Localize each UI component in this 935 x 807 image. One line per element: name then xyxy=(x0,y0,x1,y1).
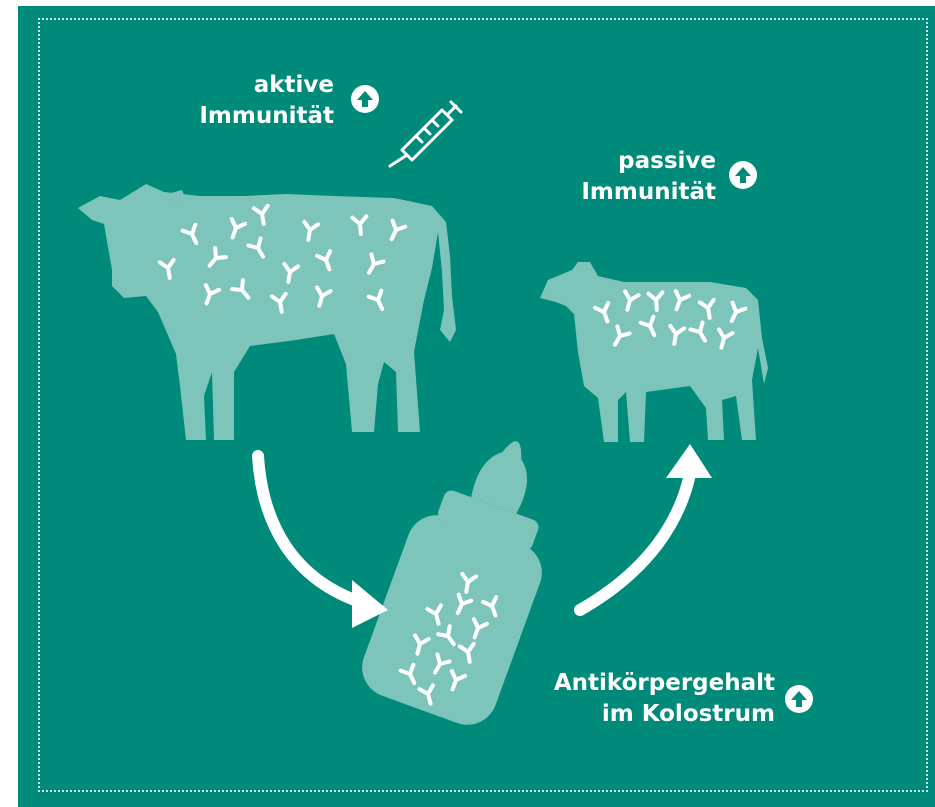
colostrum-antibody-line2: im Kolostrum xyxy=(520,699,775,730)
arrow-up-circle-icon xyxy=(350,84,380,114)
passive-immunity-line2: Immunität xyxy=(566,177,716,208)
active-immunity-line1: aktive xyxy=(192,70,334,101)
passive-immunity-line1: passive xyxy=(566,146,716,177)
cow-silhouette xyxy=(78,184,456,440)
active-immunity-line2: Immunität xyxy=(192,101,334,132)
passive-immunity-label: passive Immunität xyxy=(566,146,716,208)
arrow-up-circle-icon xyxy=(728,160,758,190)
arrow-up-circle-icon xyxy=(784,684,814,714)
flow-arrow-bottle-to-calf xyxy=(580,444,712,610)
syringe-icon xyxy=(390,102,461,166)
calf-silhouette xyxy=(540,262,768,442)
colostrum-antibody-label: Antikörpergehalt im Kolostrum xyxy=(520,668,775,730)
colostrum-antibody-line1: Antikörpergehalt xyxy=(520,668,775,699)
active-immunity-label: aktive Immunität xyxy=(192,70,334,132)
flow-arrow-cow-to-bottle xyxy=(258,456,388,628)
